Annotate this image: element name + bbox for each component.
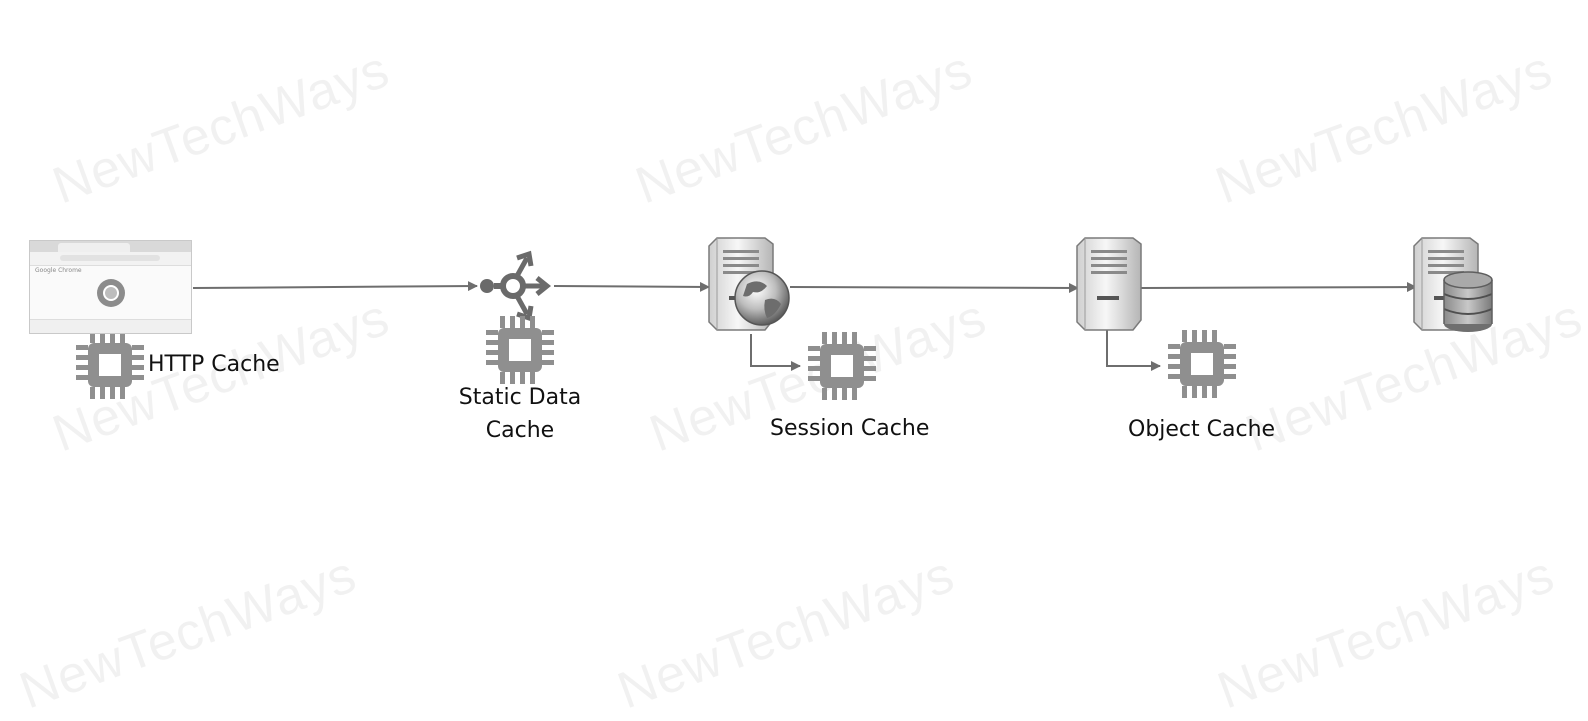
diagram-graphics <box>76 237 1493 400</box>
static-data-cache-label: Static Data Cache <box>440 381 600 447</box>
connector-app-to-object-cache <box>1106 330 1161 371</box>
static-data-cache-label-line1: Static Data <box>458 385 582 410</box>
http-cache-chip-icon <box>76 331 144 399</box>
connector-web-to-app <box>789 282 1079 293</box>
cdn-distribution-icon <box>480 250 552 322</box>
connector-cdn-to-web <box>553 281 710 292</box>
session-cache-label: Session Cache <box>770 416 930 441</box>
app-server-icon <box>1076 237 1142 331</box>
object-cache-chip-icon <box>1168 330 1236 398</box>
static-data-cache-label-line2: Cache <box>485 418 555 443</box>
chrome-logo-icon <box>97 279 125 307</box>
browser-window-icon: Google Chrome <box>29 240 192 334</box>
web-server-globe-icon <box>708 237 790 331</box>
browser-brand-text: Google Chrome <box>35 267 82 274</box>
static-cache-chip-icon <box>486 316 554 384</box>
database-server-icon <box>1413 237 1493 332</box>
browser-tab <box>58 243 130 252</box>
http-cache-label: HTTP Cache <box>148 352 280 377</box>
connector-web-to-session-cache <box>750 334 801 371</box>
browser-footer <box>30 319 191 333</box>
connector-browser-to-cdn <box>192 281 478 292</box>
browser-url-field <box>60 255 160 261</box>
connector-app-to-db <box>1136 282 1417 293</box>
object-cache-label: Object Cache <box>1128 417 1276 442</box>
diagram-canvas: NewTechWays NewTechWays NewTechWays NewT… <box>12 40 1588 720</box>
session-cache-chip-icon <box>808 332 876 400</box>
